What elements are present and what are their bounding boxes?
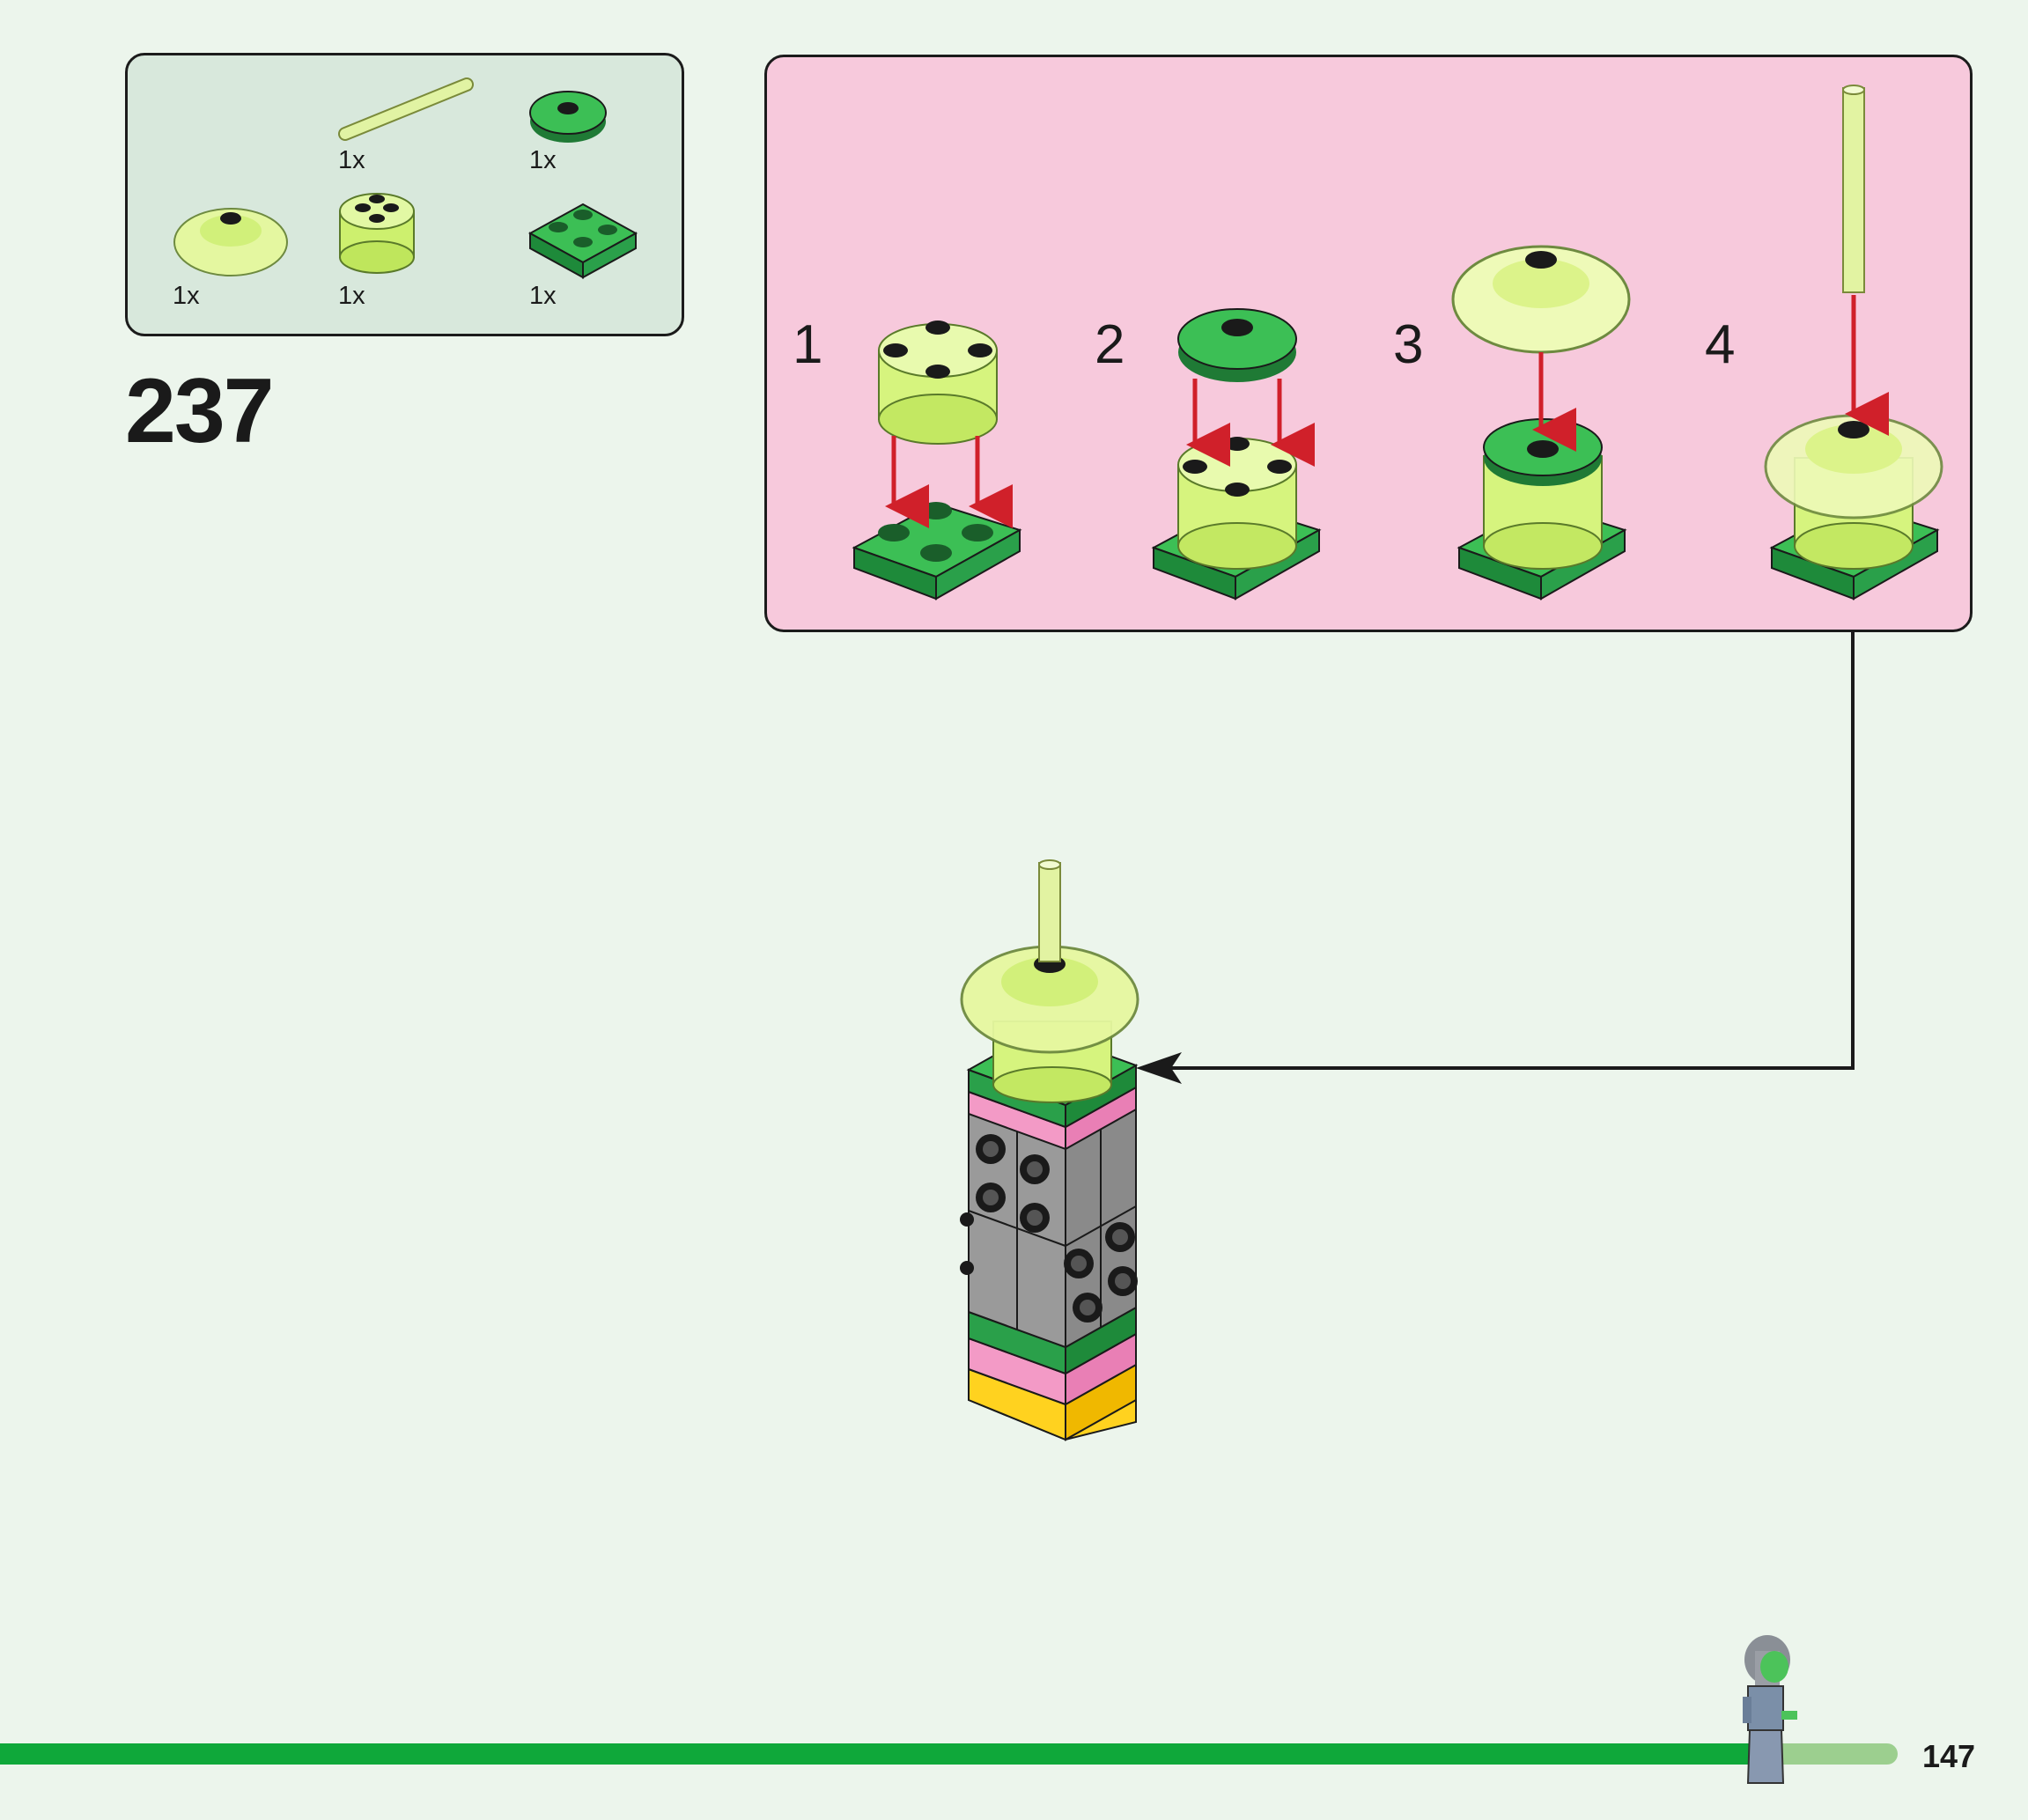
sub-step-3-label: 3 [1393, 314, 1424, 375]
sub-step-2-label: 2 [1095, 314, 1125, 375]
page-number: 147 [1922, 1738, 1976, 1774]
step-number: 237 [125, 360, 275, 462]
callout-arrowhead [1136, 1052, 1182, 1084]
sub-step-4-label: 4 [1705, 314, 1736, 375]
qty-round-tile: 1x [529, 146, 557, 174]
parts-list-box [125, 53, 684, 336]
footer-progress-bar [0, 1743, 1761, 1765]
footer-progress-remaining [1761, 1743, 1898, 1765]
qty-plate: 1x [529, 282, 557, 310]
minifigure-icon [1743, 1635, 1797, 1784]
qty-round-brick: 1x [338, 282, 365, 310]
qty-bar: 1x [338, 146, 365, 174]
sub-assembly-panel [764, 55, 1973, 632]
qty-dish: 1x [173, 282, 200, 310]
sub-step-1-label: 1 [793, 314, 823, 375]
